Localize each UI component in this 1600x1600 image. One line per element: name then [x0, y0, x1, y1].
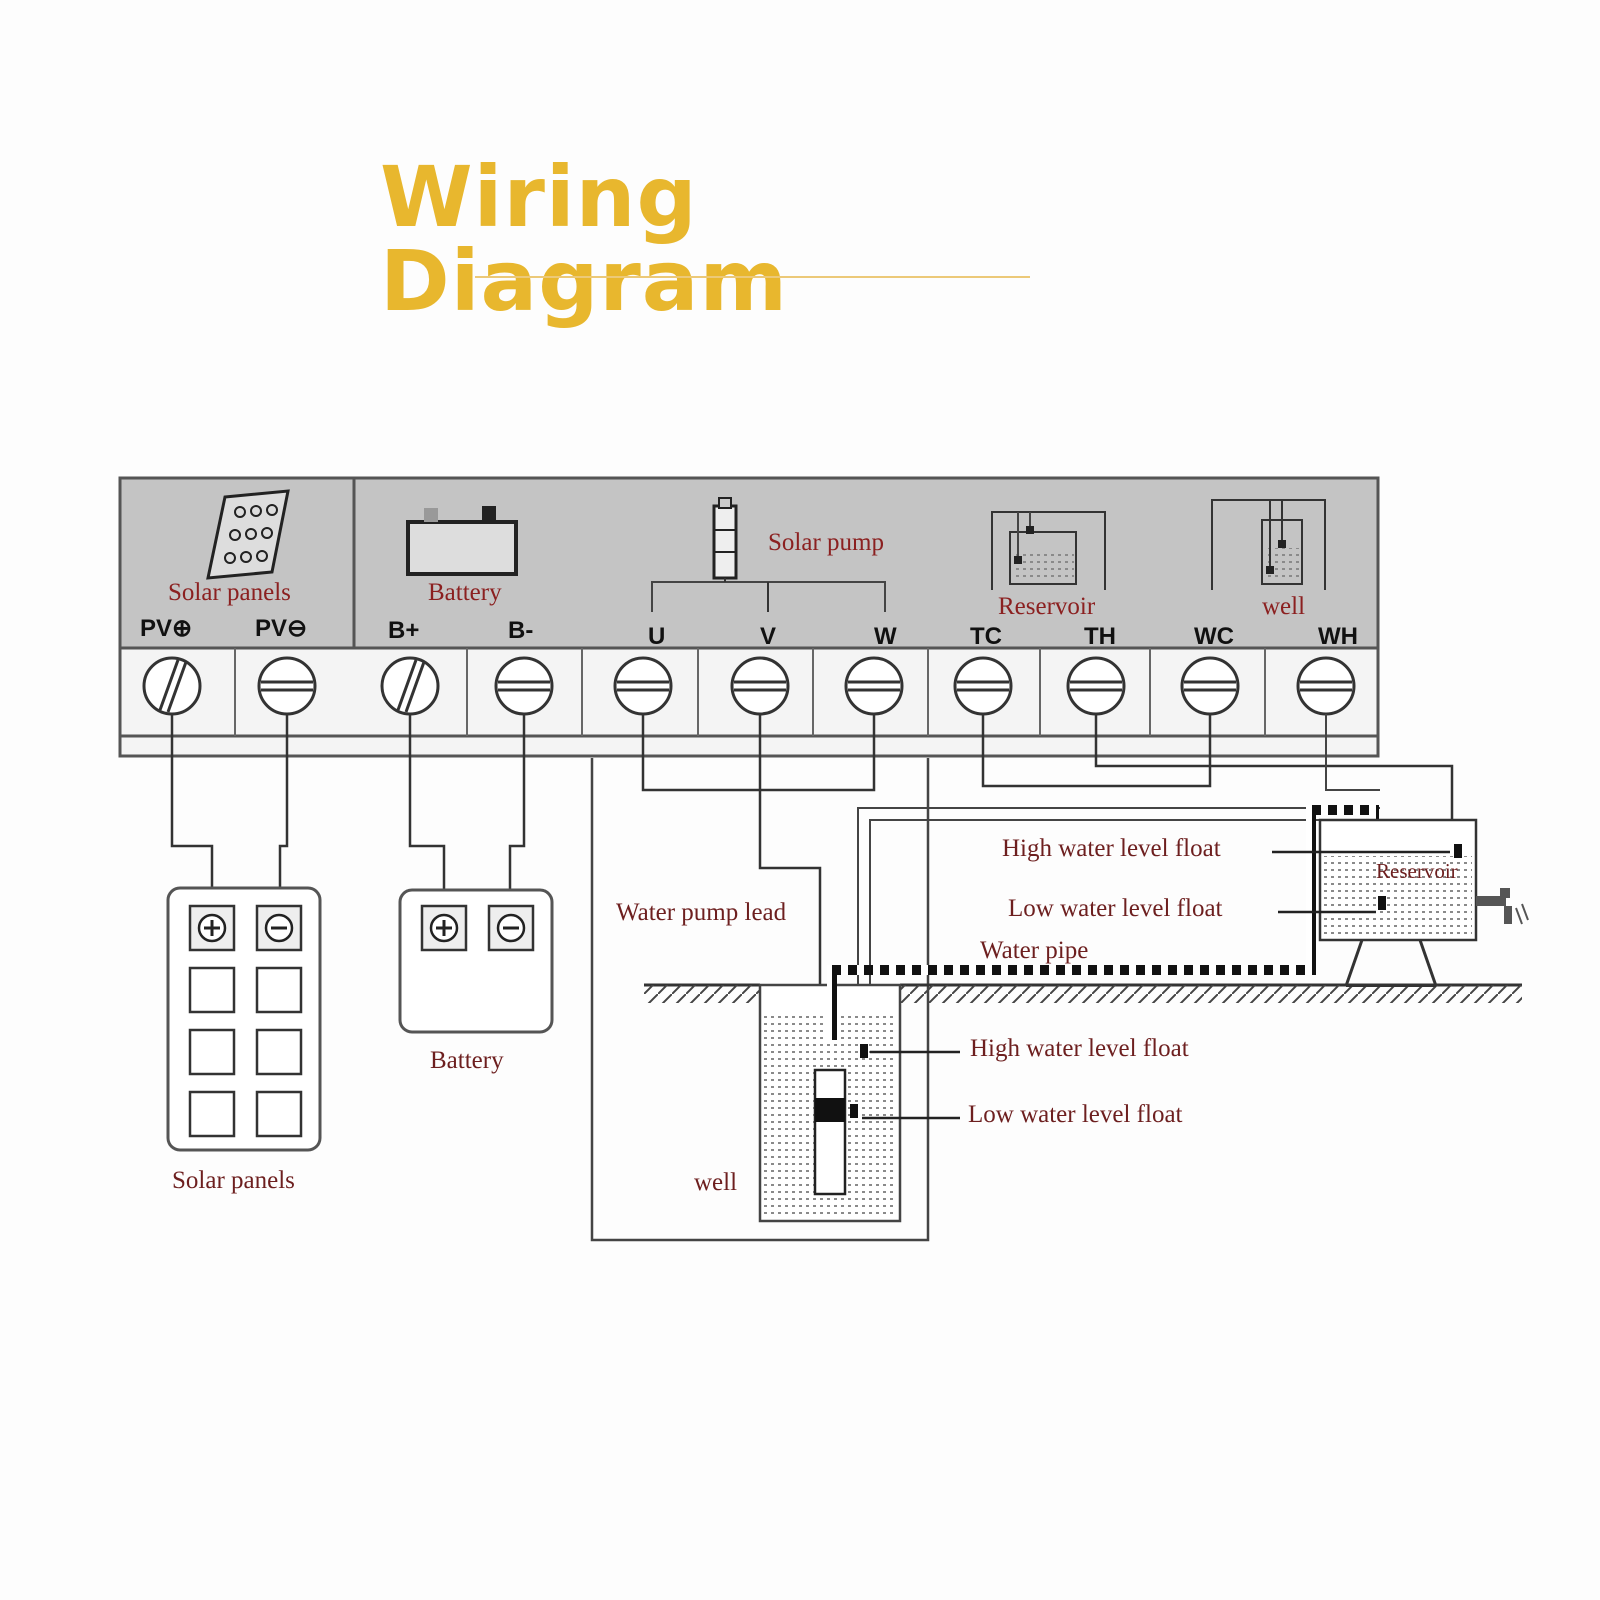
- terminal-screw-wh: [1296, 656, 1356, 716]
- label-reservoir-high-float: High water level float: [1002, 835, 1221, 862]
- terminal-screw-u: [613, 656, 673, 716]
- terminal-screw-wc: [1180, 656, 1240, 716]
- label-reservoir-low-float: Low water level float: [1008, 895, 1223, 922]
- pump-icon: [651, 497, 886, 612]
- terminal-label-pv-plus: PV⊕: [140, 615, 192, 642]
- faucet-icon: [1476, 888, 1529, 925]
- reservoir-tank-label: Reservoir: [1376, 859, 1458, 883]
- terminal-screw-b-minus: [494, 656, 554, 716]
- water-pipe: [827, 805, 1379, 1040]
- terminal-label-w: W: [874, 623, 897, 650]
- battery-component: [398, 888, 554, 1034]
- label-well-high-float: High water level float: [970, 1035, 1189, 1062]
- terminal-screw-tc: [953, 656, 1013, 716]
- terminal-screw-pv-minus: [257, 656, 317, 716]
- wires: [170, 714, 1454, 1110]
- solar-panel-icon: [206, 489, 290, 580]
- well-icon: [1211, 499, 1326, 590]
- terminal-label-u: U: [648, 623, 665, 650]
- terminal-screw-b-plus: [380, 656, 440, 716]
- section-label-reservoir: Reservoir: [998, 593, 1096, 620]
- terminal-label-wh: WH: [1318, 623, 1358, 650]
- label-water-pump-lead: Water pump lead: [616, 899, 787, 926]
- label-well-low-float: Low water level float: [968, 1101, 1183, 1128]
- terminal-screw-pv-plus: [142, 656, 202, 716]
- terminal-label-b-minus: B-: [508, 617, 533, 644]
- section-label-battery: Battery: [428, 579, 502, 606]
- battery-label: Battery: [430, 1047, 504, 1074]
- reservoir-icon: [991, 511, 1106, 590]
- solar-panels-component: [166, 886, 322, 1152]
- solar-panels-label: Solar panels: [172, 1167, 295, 1194]
- terminal-label-pv-minus: PV⊖: [255, 615, 307, 642]
- section-label-well: well: [1262, 593, 1305, 620]
- section-label-solar-panels: Solar panels: [168, 579, 291, 606]
- title-underline: [475, 276, 1030, 278]
- controller-box: [118, 476, 1380, 758]
- page-title: Wiring Diagram: [380, 148, 788, 330]
- terminal-screw-th: [1066, 656, 1126, 716]
- terminal-label-th: TH: [1084, 623, 1116, 650]
- terminal-label-v: V: [760, 623, 776, 650]
- reservoir-tank: [1318, 818, 1478, 987]
- label-water-pipe: Water pipe: [980, 937, 1088, 964]
- terminal-label-b-plus: B+: [388, 617, 419, 644]
- well-label: well: [694, 1169, 737, 1196]
- terminal-label-wc: WC: [1194, 623, 1234, 650]
- terminal-screw-v: [730, 656, 790, 716]
- battery-icon: [406, 506, 518, 576]
- section-label-solar-pump: Solar pump: [768, 529, 884, 556]
- terminal-screw-w: [844, 656, 904, 716]
- terminal-label-tc: TC: [970, 623, 1002, 650]
